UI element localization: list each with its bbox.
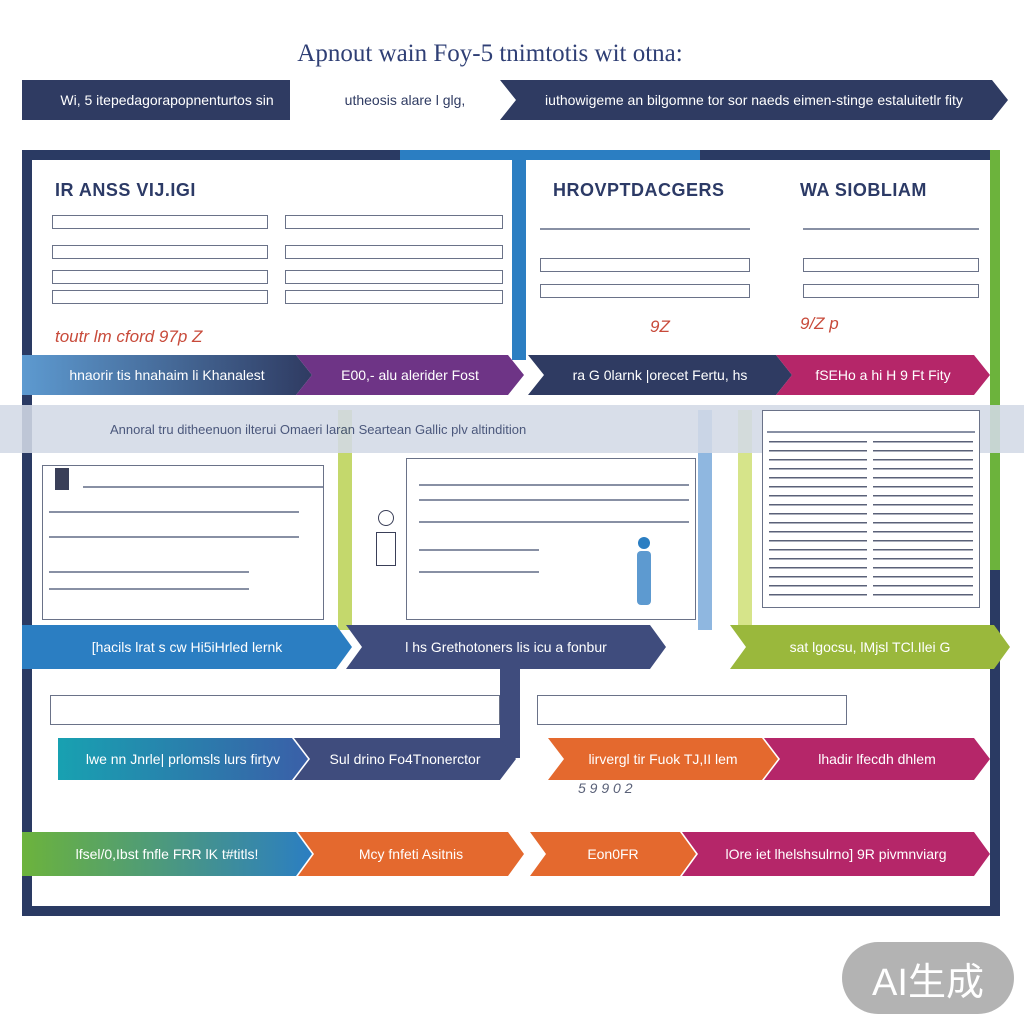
form-field[interactable] — [285, 290, 503, 304]
form-field[interactable] — [803, 284, 979, 298]
doc-icon — [55, 468, 69, 490]
arrow-label: lOre iet lhelshsulrno] 9R pivmnviarg — [682, 832, 990, 876]
arrow-label: lwe nn Jnrle| prlomsls lurs firtyv — [58, 738, 308, 780]
arrow-label: Sul drino Fo4Tnonerctor — [294, 738, 516, 780]
top-banner-left: Wi, 5 itepedagorapopnenturtos sin — [22, 80, 312, 120]
arrow-label: lfsel/0,Ibst fnfle FRR lK t#titls! — [22, 832, 312, 876]
ai-generated-watermark: AI生成 — [842, 942, 1014, 1014]
form-field[interactable] — [285, 245, 503, 259]
mid-handwritten-note: 9Z — [650, 317, 670, 336]
mid-section-heading: HROVPTDACGERS — [553, 180, 725, 200]
frame-accent-right — [990, 150, 1000, 570]
left-handwritten-note: toutr lm cford 97p Z — [55, 327, 203, 346]
divider-blue-2 — [698, 410, 712, 630]
person-icon — [635, 537, 653, 607]
arrow-label: ra G 0larnk |orecet Fertu, hs — [528, 355, 792, 395]
arrow-label: E00,- alu alerider Fost — [296, 355, 524, 395]
arrow-label: [hacils lrat s cw Hi5iHrled lernk — [22, 625, 352, 669]
left-section-heading: IR ANSS VIJ.IGI — [55, 180, 196, 200]
right-table-panel — [762, 410, 980, 608]
form-field[interactable] — [52, 245, 268, 259]
form-field[interactable] — [50, 695, 500, 725]
form-field[interactable] — [540, 284, 750, 298]
divider-blue — [512, 160, 526, 360]
form-field[interactable] — [540, 258, 750, 272]
mid-doc-panel — [406, 458, 696, 620]
arrow-label: hnaorir tis hnahaim li Khanalest — [22, 355, 312, 395]
arrow-label: l hs Grethotoners lis icu a fonbur — [346, 625, 666, 669]
user-avatar-icon — [372, 510, 400, 570]
arrow-label: lirvergl tir Fuok TJ,II lem — [548, 738, 778, 780]
form-field[interactable] — [52, 215, 268, 229]
annotation-note: 5 9 9 0 2 — [578, 780, 633, 796]
table-rows — [769, 441, 867, 601]
arrow-label: Mcy fnfeti Asitnis — [298, 832, 524, 876]
arrow-label: sat lgocsu, lMjsl TCl.Ilei G — [730, 625, 1010, 669]
right-handwritten-note: 9/Z p — [800, 314, 839, 333]
arrow-label: lhadir lfecdh dhlem — [764, 738, 990, 780]
arrow-label: fSEHo a hi H 9 Ft Fity — [776, 355, 990, 395]
form-field[interactable] — [285, 270, 503, 284]
arrow-label: Eon0FR — [530, 832, 696, 876]
divider-line — [803, 228, 979, 230]
form-field[interactable] — [285, 215, 503, 229]
form-field[interactable] — [803, 258, 979, 272]
divider-line — [540, 228, 750, 230]
connector-bar — [500, 668, 520, 758]
form-field[interactable] — [52, 290, 268, 304]
page-title: Apnout wain Foy-5 tnimtotis wit otna: — [297, 40, 683, 67]
top-banner-mid: utheosis alare l glg, — [290, 80, 520, 120]
divider-green — [738, 410, 752, 630]
table-rows — [873, 441, 973, 601]
top-banner-right: iuthowigeme an bilgomne tor sor naeds ei… — [500, 80, 1008, 120]
divider-olive — [338, 410, 352, 630]
right-section-heading: WA SIOBLIAM — [800, 180, 927, 200]
form-field[interactable] — [52, 270, 268, 284]
frame-accent-top — [400, 150, 700, 160]
left-doc-panel — [42, 465, 324, 620]
form-field[interactable] — [537, 695, 847, 725]
